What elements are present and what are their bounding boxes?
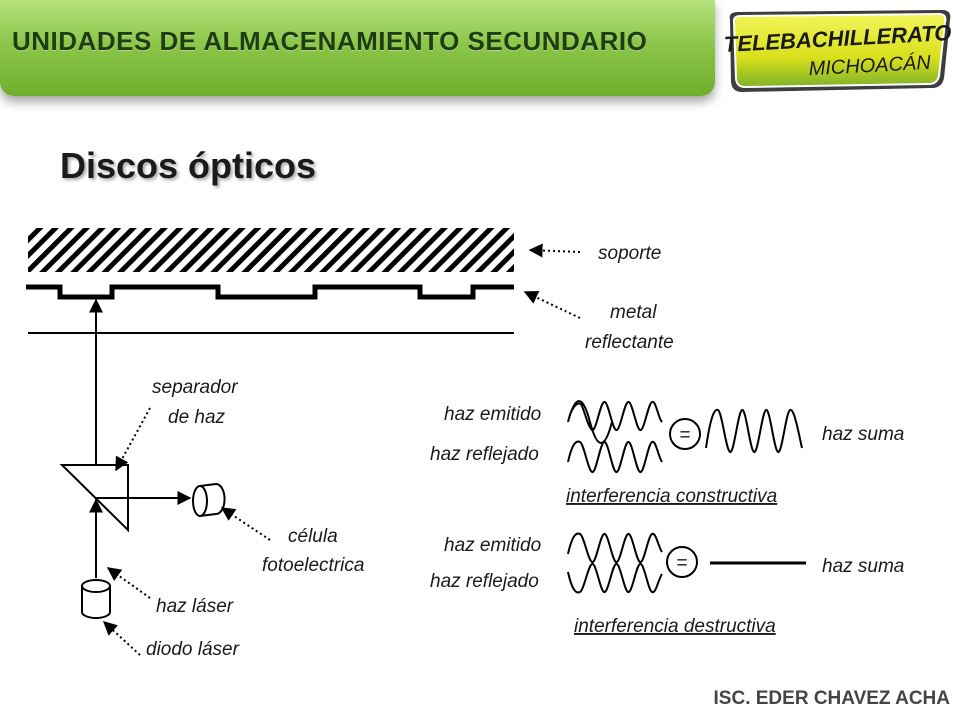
destructive-emitted-label: haz emitido <box>444 535 541 556</box>
destructive-emitted-wave <box>567 532 663 564</box>
celula-leader <box>220 507 271 541</box>
soporte-leader <box>528 243 581 258</box>
constructive-sum-wave <box>705 408 803 454</box>
header-banner: UNIDADES DE ALMACENAMIENTO SECUNDARIO <box>0 0 715 96</box>
label-celula: célula <box>288 526 338 547</box>
separador-leader <box>115 407 151 472</box>
metal-leader <box>523 291 581 319</box>
label-haz-laser: haz láser <box>156 596 234 617</box>
destructive-equals-circle <box>666 546 698 578</box>
constructive-equals-circle <box>669 418 701 450</box>
soporte-layer <box>28 228 514 272</box>
constructive-emitted-label: haz emitido <box>444 404 541 425</box>
telebachillerato-logo: TELEBACHILLERATO MICHOACÁN <box>723 10 952 92</box>
constructive-equals: = <box>679 425 690 446</box>
label-reflectante: reflectante <box>585 332 674 353</box>
label-de-haz: de haz <box>168 407 226 428</box>
slide-title: Discos ópticos <box>60 145 317 186</box>
banner-title: UNIDADES DE ALMACENAMIENTO SECUNDARIO <box>12 26 648 56</box>
photocell <box>192 482 226 518</box>
constructive-reflected-label: haz reflejado <box>430 444 539 465</box>
constructive-emitted-wave <box>567 400 663 444</box>
diodo-laser-leader <box>102 621 141 656</box>
label-soporte: soporte <box>598 243 661 264</box>
label-diodo-laser: diodo láser <box>146 639 240 660</box>
destructive-equals: = <box>676 553 687 574</box>
destructive-reflected-label: haz reflejado <box>430 571 539 592</box>
constructive-caption: interferencia constructiva <box>566 486 777 507</box>
destructive-sum-label: haz suma <box>822 556 904 577</box>
metal-reflectante-layer <box>26 284 514 300</box>
haz-laser-leader <box>106 567 151 599</box>
laser-diode <box>81 579 111 619</box>
constructive-reflected-wave <box>567 440 663 474</box>
constructive-sum-label: haz suma <box>822 424 904 445</box>
destructive-caption: interferencia destructiva <box>574 616 776 637</box>
label-fotoelectrica: fotoelectrica <box>262 555 364 576</box>
destructive-reflected-wave <box>567 562 663 594</box>
optical-disc-diagram: soporte metal reflectante separador de h… <box>26 228 904 660</box>
label-metal: metal <box>610 302 657 323</box>
label-separador: separador <box>152 377 238 398</box>
footer-author: ISC. EDER CHAVEZ ACHA <box>713 688 950 709</box>
